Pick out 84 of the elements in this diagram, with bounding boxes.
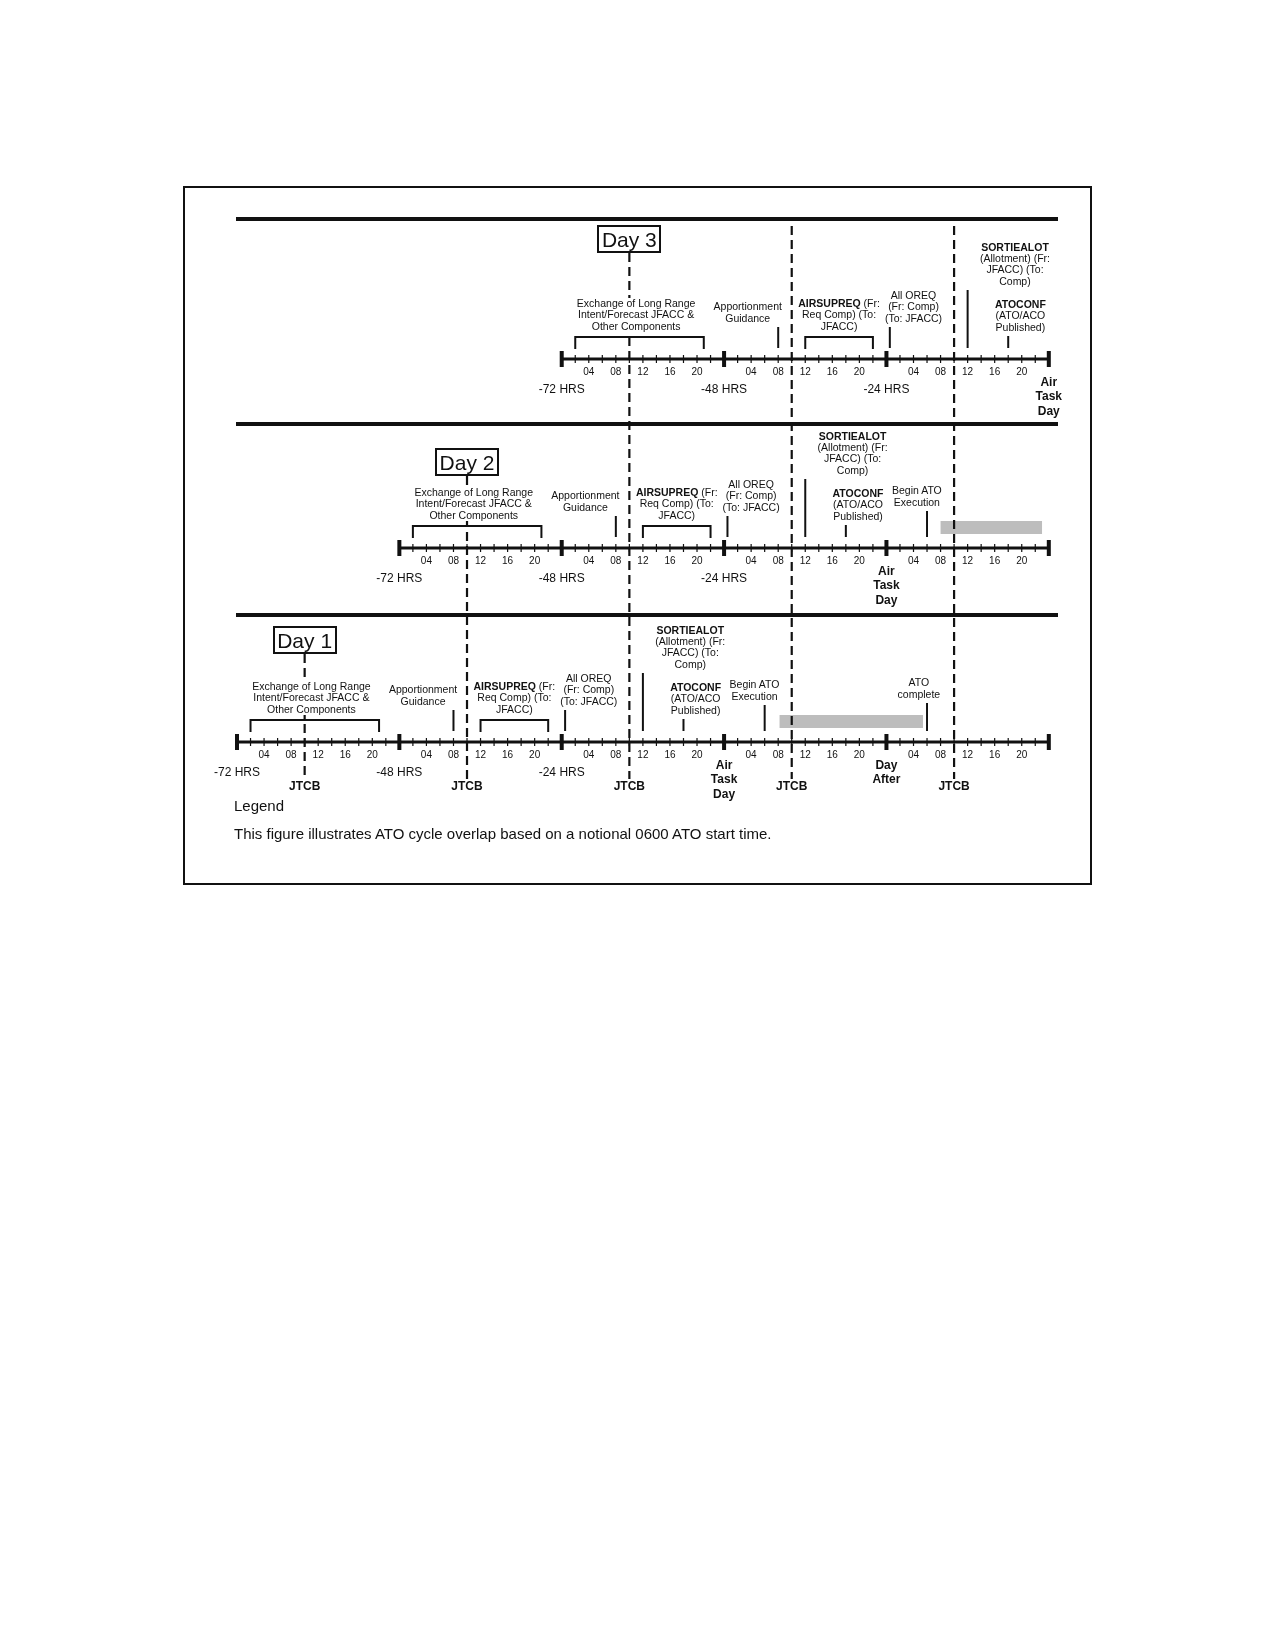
tick-label: 08 <box>932 556 949 567</box>
tick-label: 12 <box>310 750 327 761</box>
tick-label: 08 <box>770 750 787 761</box>
tick-label: 08 <box>283 750 300 761</box>
tick-label: 08 <box>607 750 624 761</box>
tick-label: 20 <box>689 556 705 567</box>
tick-label: 16 <box>986 750 1003 761</box>
tick-label: 04 <box>905 556 922 567</box>
event-label: AIRSUPREQ (Fr: Req Comp) (To: JFACC) <box>634 487 719 521</box>
tick-label: 04 <box>743 556 760 567</box>
tick-label: 12 <box>797 556 814 567</box>
tick-label: 12 <box>797 750 814 761</box>
dashed-line <box>628 253 631 779</box>
leader-line <box>777 326 780 349</box>
day-box: Day 2 <box>435 448 499 476</box>
leader-line <box>966 289 969 349</box>
tick-label: 04 <box>256 750 273 761</box>
tick-label: 20 <box>364 750 381 761</box>
day-box: Day 1 <box>272 626 337 654</box>
tick-label: 04 <box>418 750 435 761</box>
tick-label: 04 <box>743 367 760 378</box>
tick-label: 16 <box>824 750 841 761</box>
tick-label: 08 <box>932 750 949 761</box>
tick-label: 08 <box>607 556 624 567</box>
tick-label: 16 <box>337 750 354 761</box>
tick-label: 08 <box>607 367 624 378</box>
tick-label: 20 <box>851 367 868 378</box>
tick-label: 20 <box>1013 367 1030 378</box>
leader-line <box>763 704 766 732</box>
tick-label: 04 <box>580 750 597 761</box>
tick-label: 08 <box>770 556 787 567</box>
tick-label: 08 <box>445 750 462 761</box>
legend-heading: Legend <box>234 798 285 815</box>
event-label: SORTIEALOT (Allotment) (Fr: JFACC) (To: Comp) <box>816 430 889 476</box>
tick-label: 08 <box>445 556 462 567</box>
tick-label: 12 <box>472 750 489 761</box>
tick-label: 04 <box>580 367 597 378</box>
leader-line <box>926 510 929 538</box>
tick-label: 20 <box>851 556 868 567</box>
tick-label: 12 <box>959 556 976 567</box>
tick-label: 16 <box>824 367 841 378</box>
tick-label: 08 <box>770 367 787 378</box>
tick-label: 16 <box>499 750 516 761</box>
leader-line <box>888 326 891 349</box>
tick-label: 04 <box>580 556 597 567</box>
tick-label: 20 <box>1013 556 1030 567</box>
tick-label: 20 <box>526 556 543 567</box>
tick-label: 08 <box>932 367 949 378</box>
tick-label: 16 <box>824 556 841 567</box>
tick-label: 20 <box>526 750 543 761</box>
tick-label: 04 <box>905 367 922 378</box>
leader-line <box>564 709 567 732</box>
tick-label: 12 <box>959 750 976 761</box>
dashed-line <box>790 226 793 779</box>
tick-label: 16 <box>986 556 1003 567</box>
leader-line <box>682 718 685 732</box>
caption: This figure illustrates ATO cycle overlap based on a notional 0600 ATO start time. <box>234 826 772 843</box>
event-label: SORTIEALOT (Allotment) (Fr: JFACC) (To: Comp) <box>978 241 1051 287</box>
leader-line <box>926 702 929 732</box>
tick-label: 12 <box>959 367 976 378</box>
tick-label: 16 <box>986 367 1003 378</box>
leader-line <box>804 478 807 538</box>
tick-label: 20 <box>689 750 705 761</box>
tick-label: 04 <box>743 750 760 761</box>
tick-label: 20 <box>851 750 868 761</box>
leader-line <box>726 515 729 538</box>
tick-label: 16 <box>499 556 516 567</box>
dashed-line <box>953 226 956 779</box>
leader-line <box>641 672 644 732</box>
tick-label: 04 <box>418 556 435 567</box>
day-box: Day 3 <box>597 225 662 253</box>
tick-label: 20 <box>1013 750 1030 761</box>
tick-label: 04 <box>905 750 922 761</box>
event-label: AIRSUPREQ (Fr: Req Comp) (To: JFACC) <box>472 681 557 715</box>
tick-label: 12 <box>797 367 814 378</box>
leader-line <box>1007 335 1010 349</box>
leader-line <box>844 524 847 538</box>
tick-label: 20 <box>689 367 705 378</box>
dashed-line <box>465 476 469 779</box>
leader-line <box>614 515 617 538</box>
tick-label: 12 <box>472 556 489 567</box>
event-label: AIRSUPREQ (Fr: Req Comp) (To: JFACC) <box>797 298 882 332</box>
leader-line <box>452 709 455 732</box>
event-label: SORTIEALOT (Allotment) (Fr: JFACC) (To: Comp) <box>654 624 727 670</box>
